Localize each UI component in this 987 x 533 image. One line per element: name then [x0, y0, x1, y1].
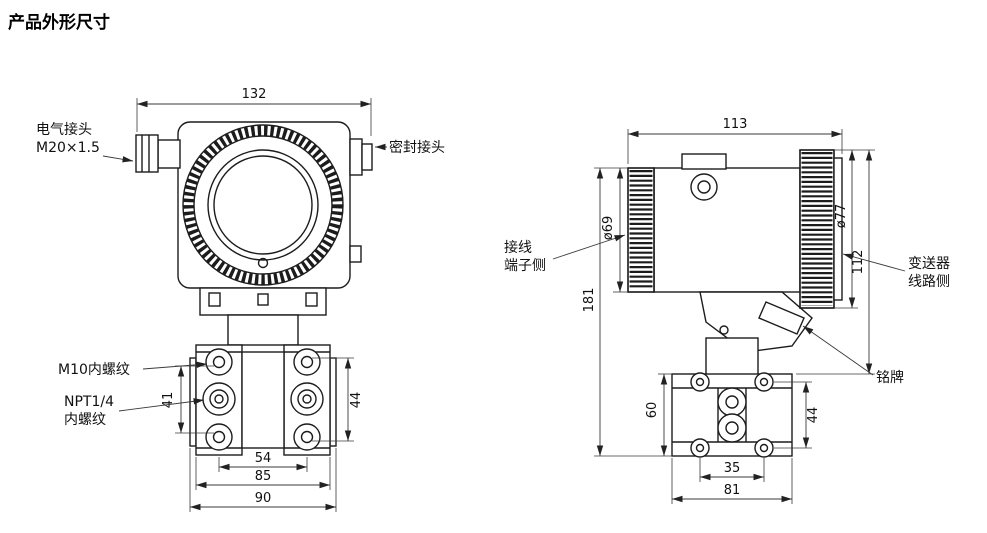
side-plug [690, 173, 718, 201]
circuit-side-label-line1: 变送器 [908, 256, 950, 272]
transition-screw [719, 325, 729, 335]
bolt-circle [205, 348, 233, 376]
bolt-circle [690, 438, 710, 458]
circuit-side-label-line2: 线路侧 [908, 274, 950, 290]
bolt-head [300, 355, 314, 369]
display-window-outer [207, 149, 319, 261]
bezel-teeth [183, 125, 343, 285]
dim-overall-height: 181 [582, 288, 597, 313]
npt-thread-label-line1: NPT1/4 [64, 394, 114, 410]
leader-line [842, 253, 906, 272]
housing-side-tab [349, 245, 362, 263]
top-port-block [681, 153, 727, 170]
bracket-bolt [305, 292, 318, 307]
bracket-center-plug [257, 293, 269, 306]
side-plug-inner [697, 180, 711, 194]
bezel-screw [257, 257, 269, 269]
leader-line [802, 325, 874, 376]
bolt-circle [293, 423, 321, 451]
bolt-circle [754, 438, 774, 458]
process-port-core [302, 394, 312, 404]
dim-port-span: 54 [255, 451, 272, 466]
cable-gland-nut [135, 134, 159, 173]
seal-connector-body [349, 138, 363, 176]
bolt-head [212, 430, 226, 444]
process-port-inner [725, 421, 739, 435]
nameplate-label: 铭牌 [876, 369, 904, 386]
process-port-core [214, 394, 224, 404]
dim-bolt-span-h: 35 [724, 461, 741, 476]
dim-flange-width: 81 [724, 483, 741, 498]
process-port-inner [297, 389, 317, 409]
seal-connector-label: 密封接头 [389, 139, 445, 156]
process-port-inner [725, 395, 739, 409]
fv-geometry [135, 121, 373, 456]
bolt-head [300, 430, 314, 444]
dim-overall-width: 132 [242, 87, 267, 102]
dim-housing-height: 112 [851, 250, 866, 275]
fv-bolts [205, 348, 321, 451]
fv-callouts: 电气接头 M20×1.5 密封接头 M10内螺纹 NPT1/4 内螺纹 [36, 121, 445, 428]
dim-flange-span: 85 [255, 469, 272, 484]
electrical-connector-spec-label: M20×1.5 [36, 140, 100, 156]
electrical-connector-label: 电气接头 [36, 121, 92, 138]
flange-center-body [241, 351, 285, 449]
sv-geometry [627, 149, 843, 458]
process-port [202, 382, 236, 416]
bolt-head [695, 377, 705, 387]
process-port [717, 387, 747, 417]
npt-thread-label-line2: 内螺纹 [64, 412, 106, 428]
bracket-bolt [208, 292, 221, 307]
side-view: 113 ø69 181 60 ø77 112 [504, 117, 950, 504]
process-port [290, 382, 324, 416]
lower-transition [699, 291, 813, 353]
bolt-circle [205, 423, 233, 451]
mount-bracket [199, 287, 327, 316]
page-title: 产品外形尺寸 [8, 13, 110, 33]
sv-dimensions: 113 ø69 181 60 ø77 112 [582, 117, 875, 504]
terminal-side-label-line2: 端子侧 [504, 258, 546, 274]
terminal-side-label-line1: 接线 [504, 239, 532, 256]
bolt-circle [690, 372, 710, 392]
bolt-head [695, 443, 705, 453]
seal-connector-cap [361, 143, 373, 171]
display-window-inner [213, 155, 313, 255]
fv-dimensions: 132 41 44 54 85 90 [136, 87, 372, 512]
dim-circuit-dia: ø77 [834, 204, 849, 229]
front-view: 132 41 44 54 85 90 [36, 87, 445, 512]
leader-line [102, 155, 134, 163]
dim-overall-width: 113 [723, 117, 748, 132]
leader-line [118, 398, 205, 412]
process-port-inner [209, 389, 229, 409]
leader-line [142, 361, 208, 370]
process-port [717, 413, 747, 443]
leader-line [552, 234, 626, 260]
bolt-head [759, 443, 769, 453]
dim-flange-height: 60 [645, 402, 660, 419]
neck-side [705, 337, 759, 377]
bolt-head [759, 377, 769, 387]
dim-terminal-dia: ø69 [601, 216, 616, 241]
nameplate-tag [758, 301, 805, 335]
bolt-circle [754, 372, 774, 392]
dim-right-bolt-span: 44 [349, 392, 364, 409]
dim-left-bolt-span: 41 [161, 392, 176, 409]
sv-callouts: 接线 端子侧 变送器 线路侧 铭牌 [504, 234, 950, 386]
dim-overall-flange-width: 90 [255, 491, 272, 506]
terminal-cover-outline [627, 167, 655, 293]
housing-side-body [653, 167, 801, 293]
fv-ports [202, 382, 324, 416]
dim-bolt-span-v: 44 [806, 407, 821, 424]
neck-section [227, 314, 299, 346]
bolt-head [212, 355, 226, 369]
cable-gland-neck [157, 139, 181, 169]
m10-thread-label: M10内螺纹 [58, 362, 130, 378]
flange-side-tab-right [329, 357, 337, 447]
bolt-circle [293, 348, 321, 376]
circuit-cover-cap [833, 157, 843, 301]
